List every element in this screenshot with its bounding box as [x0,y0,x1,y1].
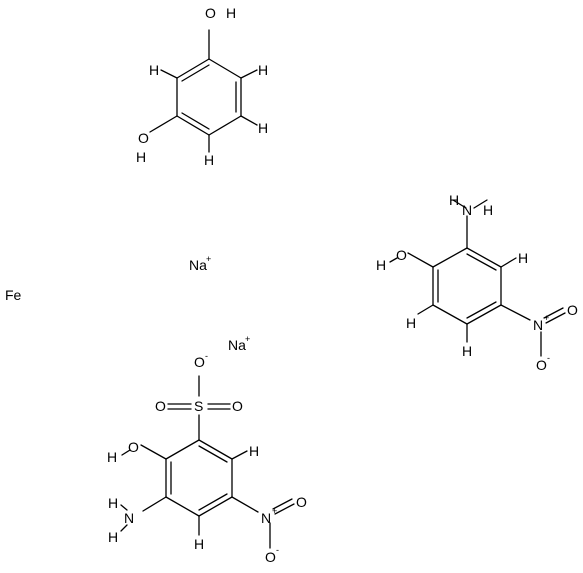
charge-minus: - [205,351,208,361]
bond [142,496,167,512]
sulfonate-molecule: O - S O O H O H N H H H N + O O - [107,351,307,565]
atom-n: N [124,510,134,526]
atom-n: N [261,510,271,526]
bond [176,115,210,136]
atom-o: O [205,5,216,21]
atom-o: O [155,398,166,414]
atom-h: H [406,315,416,331]
atom-o: O [296,494,307,510]
bond [543,307,564,319]
atom-h: H [108,495,118,511]
atom-h: H [462,343,472,359]
bond [466,247,502,268]
bond-double-inner [181,112,210,130]
bond [208,115,242,136]
bond [121,449,131,456]
atom-h: H [136,149,146,165]
bond [432,247,468,268]
bond [120,524,128,532]
atom-h: H [258,120,268,136]
bond-double-inner [198,493,228,511]
charge-plus: + [272,506,277,516]
atom-h: H [258,62,268,78]
atom-o: O [567,302,578,318]
bond [500,257,517,268]
bond [208,58,242,79]
atom-n: N [533,317,543,333]
bond [160,69,178,79]
bond [500,304,531,321]
charge-plus: + [245,334,250,344]
bond-double-inner [466,253,497,271]
bond [231,450,248,460]
atom-o: O [536,357,547,373]
bond-double-inner [181,64,210,82]
bond [407,252,434,268]
bond-double-inner [466,301,497,319]
atom-o: O [128,439,139,455]
charge-plus: + [544,313,549,323]
atom-h: H [107,449,117,465]
sodium-ion: Na [189,257,207,273]
bond [545,312,566,324]
bond [140,444,167,460]
charge-plus: + [206,254,211,264]
atom-h: H [449,192,459,208]
atom-n: N [462,202,472,218]
atom-h: H [149,62,159,78]
bond [149,115,178,133]
sodium-ion: Na [228,337,246,353]
bond [176,58,210,79]
atom-o: O [232,398,243,414]
resorcinol-molecule: O H O H H H H H [136,5,268,168]
bond [240,115,258,126]
bond [389,257,398,263]
atom-h: H [483,202,493,218]
atom-h: H [249,443,259,459]
atom-o: O [396,247,407,263]
bond [452,199,467,209]
atom-h: H [518,250,528,266]
ions: Na + Fe Na + [5,254,250,353]
bond [198,439,233,460]
bond [165,496,200,517]
bond [466,304,502,325]
bond [473,199,488,209]
bond-double-inner [198,445,228,463]
atom-h: H [204,152,214,168]
bond [274,503,295,515]
bond [120,504,128,511]
bond [231,496,259,513]
charge-minus: - [547,353,550,363]
atom-o: O [194,354,205,370]
atom-h: H [376,257,386,273]
bond [198,496,233,517]
bond [240,69,258,79]
atom-s: S [194,398,203,414]
atom-h: H [108,529,118,545]
bond [272,498,293,510]
atom-h: H [194,536,204,552]
bond [417,304,434,315]
charge-minus: - [276,545,279,555]
bond [432,304,468,325]
atom-h: H [226,5,236,21]
atom-o: O [138,130,149,146]
bond [165,439,200,460]
iron-atom: Fe [5,287,22,303]
aminonitrophenol-molecule: H N H H O H H H N + O O - [376,192,578,373]
atom-o: O [265,549,276,565]
